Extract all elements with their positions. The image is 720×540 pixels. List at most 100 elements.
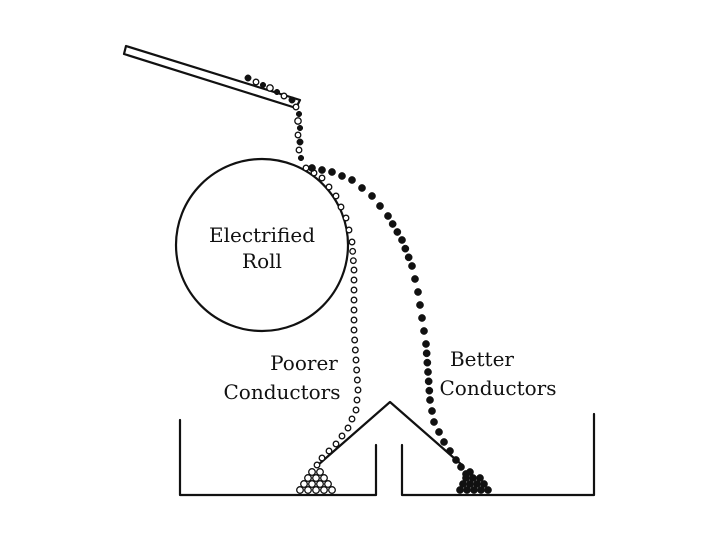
better-particle: [418, 314, 426, 322]
feed-particle: [297, 154, 305, 162]
poorer-particle: [352, 356, 360, 364]
poorer-conductors-bin: [178, 418, 378, 497]
poorer-particle: [352, 406, 360, 414]
better-label-line2: Conductors: [439, 376, 556, 400]
poorer-particle: [349, 247, 357, 255]
better-particle: [423, 358, 432, 367]
better-particle: [393, 228, 402, 236]
poorer-particle: [302, 164, 310, 172]
poorer-pile-particle: [308, 480, 316, 488]
feed-particle: [295, 146, 303, 154]
poorer-label-line1: Poorer: [270, 351, 338, 375]
poorer-particle: [313, 461, 321, 469]
better-particle: [398, 236, 406, 244]
poorer-pile-particle: [320, 486, 328, 494]
poorer-pile-particle: [308, 468, 316, 476]
poorer-particle: [318, 454, 326, 462]
better-particle: [348, 176, 356, 184]
poorer-pile-particle: [296, 486, 304, 494]
feed-particle: [294, 117, 302, 125]
poorer-particle: [344, 424, 352, 432]
feed-particle: [294, 131, 302, 139]
poorer-particle: [342, 214, 350, 222]
poorer-particle: [318, 174, 326, 182]
better-particle: [426, 396, 434, 404]
better-particle: [376, 202, 384, 210]
better-particle: [338, 172, 346, 180]
better-particle: [422, 340, 430, 348]
poorer-particle: [349, 257, 357, 265]
better-particle: [446, 447, 454, 455]
poorer-particle: [353, 396, 361, 404]
better-pile-particle: [466, 468, 474, 476]
poorer-particle: [332, 440, 340, 448]
poorer-particle: [350, 286, 358, 294]
better-particle: [368, 192, 376, 200]
better-particle: [308, 164, 316, 172]
better-particle: [416, 301, 424, 309]
better-particle: [452, 456, 460, 464]
poorer-particle: [350, 326, 358, 334]
better-conductor-particles: [308, 164, 470, 478]
better-particle: [428, 407, 436, 415]
poorer-pile-particle: [316, 480, 324, 488]
feed-particle: [292, 103, 300, 111]
feed-particle: [288, 96, 296, 104]
poorer-particle: [354, 386, 362, 394]
feed-particle: [296, 138, 304, 146]
poorer-conductor-pile: [296, 468, 336, 494]
better-particle: [422, 349, 431, 358]
better-particle: [404, 253, 413, 262]
poorer-pile-particle: [316, 468, 324, 476]
feed-particle: [244, 74, 252, 82]
poorer-pile-particle: [312, 474, 320, 482]
better-particle: [420, 327, 428, 335]
poorer-particle: [325, 447, 333, 455]
feed-chute: [122, 44, 302, 110]
feed-particles: [244, 74, 305, 162]
poorer-particle: [350, 266, 358, 274]
poorer-particle: [351, 346, 359, 354]
poorer-pile-particle: [320, 474, 328, 482]
feed-particle: [296, 124, 304, 132]
poorer-particle: [348, 238, 356, 246]
poorer-particle: [353, 366, 361, 374]
better-particle: [328, 168, 336, 176]
better-particle: [358, 184, 366, 192]
better-pile-particle: [480, 480, 488, 488]
better-particle: [388, 220, 397, 228]
poorer-pile-particle: [300, 480, 308, 488]
poorer-particle: [348, 415, 356, 423]
poorer-particle: [353, 376, 361, 384]
better-particle: [414, 288, 422, 296]
better-particle: [425, 386, 434, 395]
better-label-line1: Better: [450, 347, 514, 371]
feed-particle: [295, 110, 303, 118]
feed-particle: [273, 88, 281, 96]
poorer-pile-particle: [312, 486, 320, 494]
poorer-particle: [350, 316, 358, 324]
feed-particle: [266, 84, 274, 92]
electrified-roll: [174, 157, 350, 333]
poorer-label-line2: Conductors: [223, 380, 340, 404]
better-particle: [430, 418, 438, 426]
better-particle: [457, 463, 465, 471]
poorer-particle: [338, 432, 346, 440]
poorer-pile-particle: [324, 480, 332, 488]
poorer-particle: [332, 192, 340, 200]
feed-particle: [259, 81, 267, 89]
poorer-pile-particle: [304, 486, 312, 494]
better-particle: [424, 368, 432, 376]
poorer-particle: [325, 183, 333, 191]
better-particle: [424, 377, 433, 386]
feed-particle: [280, 92, 288, 100]
better-conductors-bin: [400, 412, 596, 497]
better-particle: [440, 438, 448, 446]
better-particle: [408, 262, 416, 270]
poorer-particle: [337, 203, 345, 211]
better-pile-particle: [476, 474, 484, 482]
poorer-pile-particle: [304, 474, 312, 482]
better-conductor-pile: [456, 468, 492, 494]
poorer-particle: [345, 226, 353, 234]
